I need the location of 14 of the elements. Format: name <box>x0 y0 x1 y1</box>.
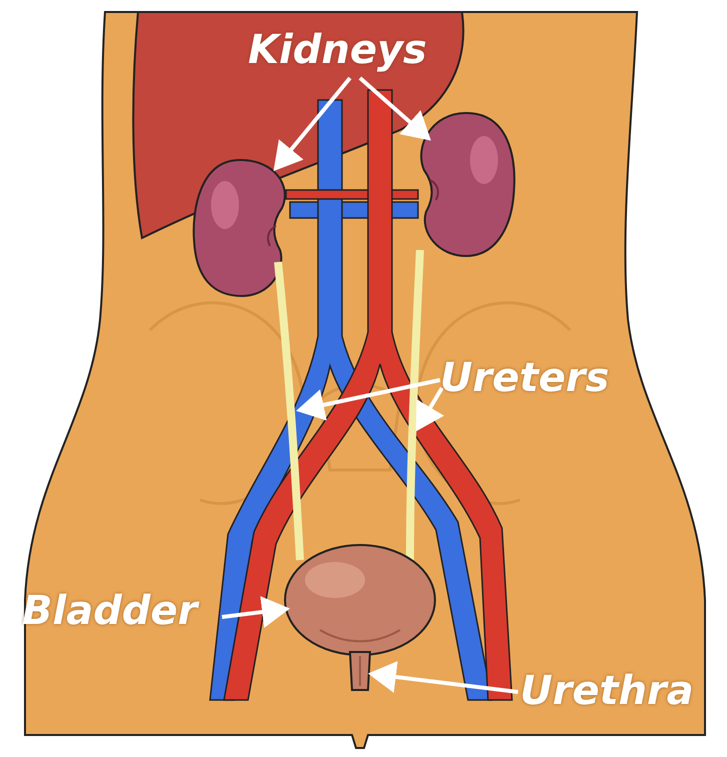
kidney <box>192 159 286 297</box>
leader-arrow <box>358 76 431 141</box>
organ-label: Ureters <box>440 352 610 404</box>
bladder <box>284 544 436 656</box>
leader-arrow <box>222 596 290 628</box>
leader-arrow <box>416 386 444 432</box>
leader-arrow <box>296 378 440 421</box>
organ-label: Kidneys <box>248 24 427 76</box>
kidney <box>420 112 516 257</box>
leader-arrow <box>273 76 352 172</box>
organ-label: Urethra <box>520 665 694 717</box>
ureter <box>406 250 424 560</box>
urethra <box>348 651 372 691</box>
ureter <box>274 262 304 560</box>
